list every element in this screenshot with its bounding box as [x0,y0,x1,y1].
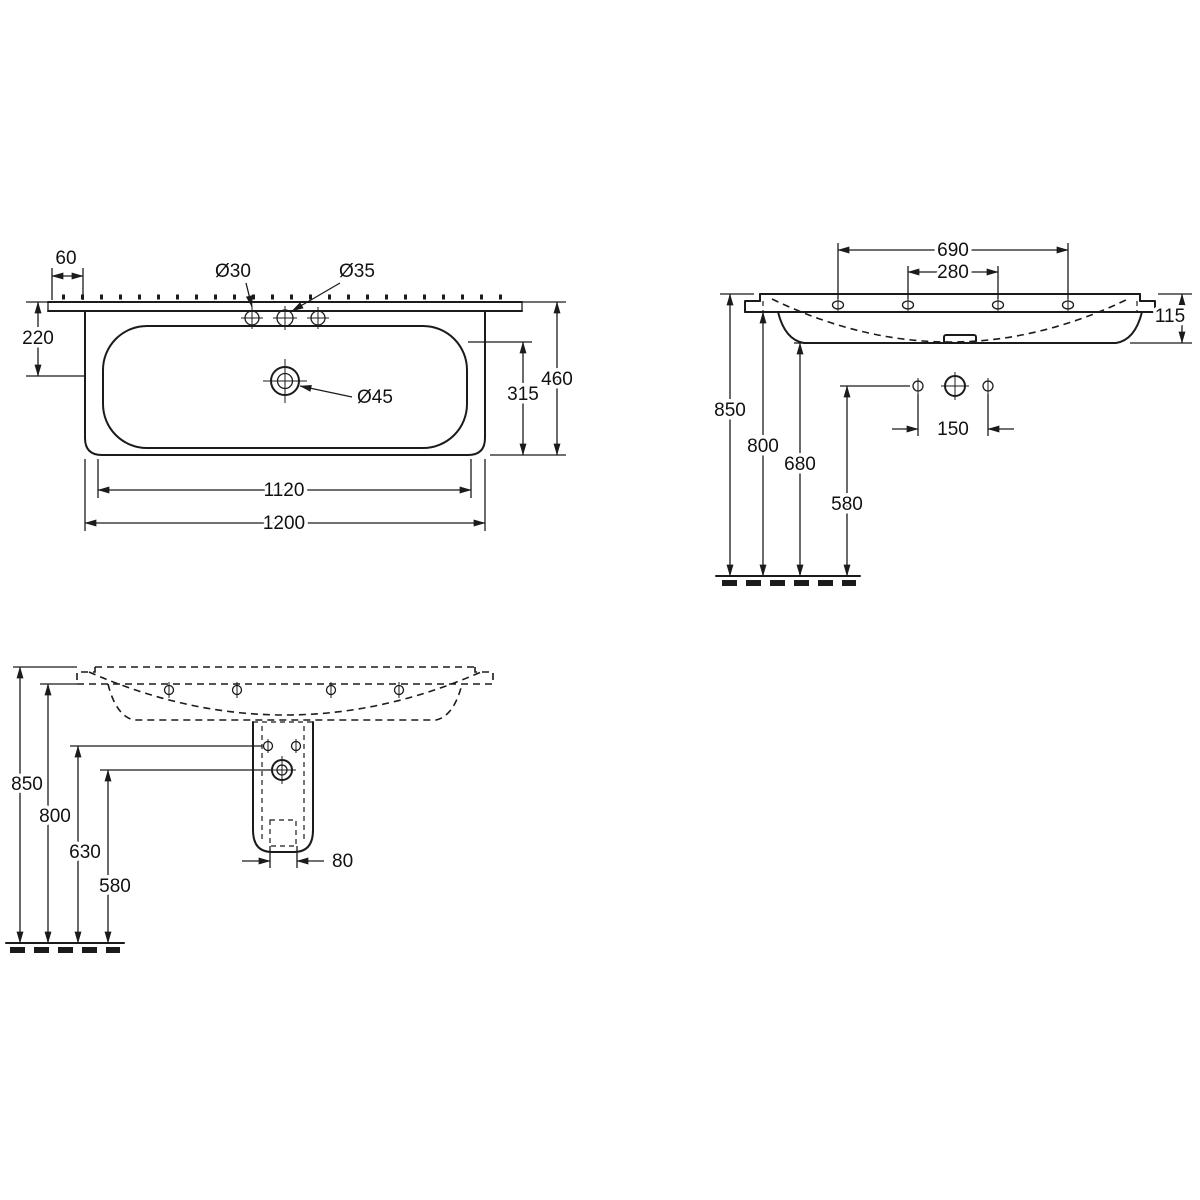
fixing-holes-front [163,682,405,698]
floor-line-elevation [715,575,861,586]
dia30-label: Ø30 [215,261,251,282]
dia35-label: Ø35 [339,261,375,282]
dim-80-label: 80 [332,851,353,872]
callout-dia35: Ø35 [291,258,378,312]
bolt-hole-detail [912,372,994,400]
dim-280-label: 280 [937,262,969,283]
siphon-cover [252,721,314,853]
basin-outline [84,310,486,456]
dim-580-front: 580 [96,769,271,944]
dim-280: 280 [907,259,999,299]
dim-60: 60 [51,245,84,300]
dim-850-front: 850 [8,666,77,944]
dim-580-front-label: 580 [99,876,131,897]
right-tab [1139,300,1156,313]
dim-150: 150 [892,394,1014,444]
dim-800-label: 800 [747,436,779,457]
dim-630-front-label: 630 [69,842,101,863]
dim-150-label: 150 [937,419,969,440]
dim-220-label: 220 [22,328,54,349]
dim-850-label: 850 [714,400,746,421]
dim-800-elevation: 800 [744,311,782,577]
front-view: 80 850 800 630 580 [5,666,494,953]
dim-460: 460 [490,301,576,456]
elevation-view: 690 280 115 850 800 [711,237,1192,586]
body-hidden-bottom [107,683,463,721]
floor-line-front [5,942,125,953]
plan-view: 60 220 Ø30 Ø35 Ø45 315 [19,245,577,538]
dim-1200-label: 1200 [263,513,305,534]
fixing-holes [831,297,1075,313]
dim-115: 115 [1130,293,1192,344]
dim-580-label: 580 [831,494,863,515]
dim-690-label: 690 [937,240,969,261]
siphon-outline [252,721,314,853]
dim-680-label: 680 [784,454,816,475]
dim-690: 690 [837,237,1069,299]
dim-220: 220 [19,301,85,377]
callout-dia45: Ø45 [299,384,396,412]
tap-holes [241,306,329,330]
overflow-slot [943,334,977,344]
left-tab [744,300,761,313]
callout-dia30: Ø30 [212,258,254,308]
dim-580-elevation: 580 [828,385,910,577]
drain-hole [263,359,307,403]
dim-1200: 1200 [84,459,486,538]
dim-1120-label: 1120 [264,480,305,501]
dim-850-front-label: 850 [11,774,43,795]
dim-315: 315 [468,341,542,456]
dim-800-front: 800 [36,683,77,944]
bowl-hidden-curve-front [88,671,482,716]
dim-800-front-label: 800 [39,806,71,827]
dim-80: 80 [242,846,357,876]
dim-630-front: 630 [66,745,262,944]
dim-680-elevation: 680 [781,342,819,577]
dim-315-label: 315 [507,384,539,405]
dim-60-label: 60 [55,248,76,269]
dim-1120: 1120 [97,459,472,505]
dim-460-label: 460 [541,369,573,390]
dia45-label: Ø45 [357,387,393,408]
dim-850-elevation: 850 [711,293,754,577]
dim-115-label: 115 [1155,306,1185,327]
